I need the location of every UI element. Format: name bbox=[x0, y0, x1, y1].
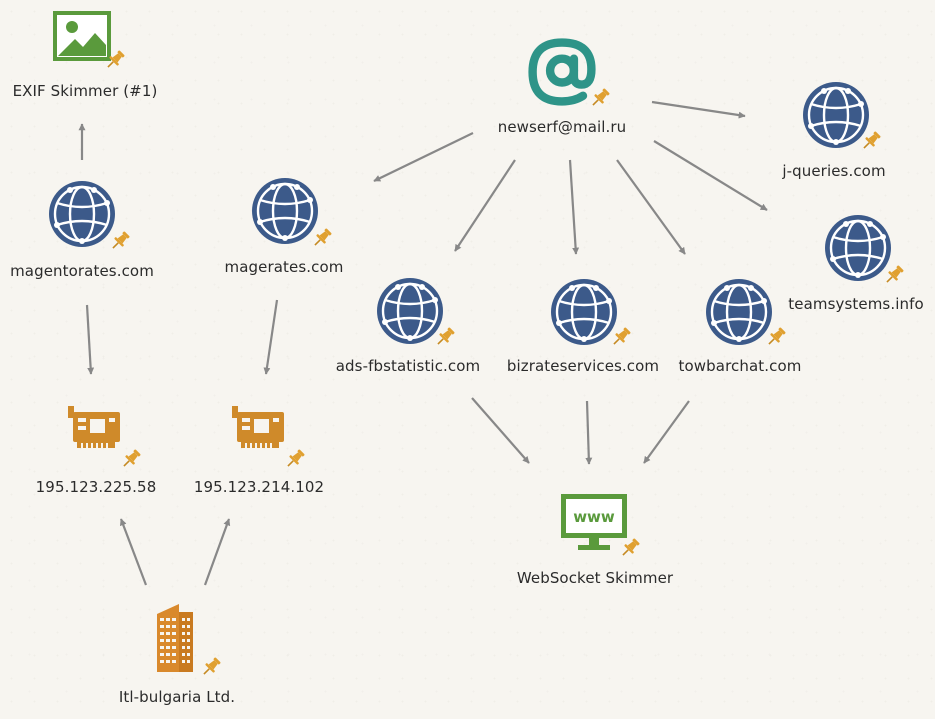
pin-icon bbox=[886, 265, 904, 283]
node-label: 195.123.214.102 bbox=[193, 478, 325, 496]
pin-icon bbox=[592, 88, 610, 106]
pin-icon bbox=[863, 131, 881, 149]
pin-icon bbox=[123, 449, 141, 467]
building-icon bbox=[157, 604, 193, 672]
pin-icon bbox=[314, 228, 332, 246]
node-label: towbarchat.com bbox=[678, 357, 802, 375]
website-icon: www bbox=[561, 494, 627, 550]
node-label: ads-fbstatistic.com bbox=[335, 357, 481, 375]
globe-icon bbox=[252, 178, 318, 244]
globe-icon bbox=[803, 82, 869, 148]
website-screen-text: www bbox=[573, 508, 615, 526]
edge-email-to-towbar bbox=[616, 159, 686, 255]
node-label: newserf@mail.ru bbox=[497, 118, 627, 136]
globe-icon bbox=[825, 215, 891, 281]
pin-icon bbox=[203, 657, 221, 675]
node-label: Itl-bulgaria Ltd. bbox=[118, 688, 236, 706]
node-label: 195.123.225.58 bbox=[35, 478, 157, 496]
pin-icon bbox=[287, 449, 305, 467]
edge-magerates-to-ip2 bbox=[263, 299, 279, 375]
edge-itl-to-ip2 bbox=[203, 518, 231, 586]
edge-itl-to-ip1 bbox=[119, 518, 148, 586]
edge-email-to-adsfb bbox=[454, 159, 516, 252]
network-card-icon bbox=[232, 406, 284, 448]
pin-icon bbox=[613, 327, 631, 345]
at-sign-icon bbox=[528, 38, 596, 106]
pin-icon bbox=[107, 50, 125, 68]
edge-email-to-jqueries bbox=[651, 100, 746, 119]
network-card-icon bbox=[68, 406, 120, 448]
node-label: magerates.com bbox=[224, 258, 344, 276]
pin-icon bbox=[112, 231, 130, 249]
edge-email-to-bizrate bbox=[568, 159, 580, 255]
edge-email-to-teamsystems bbox=[653, 140, 768, 211]
node-label: teamsystems.info bbox=[788, 295, 924, 313]
node-label: j-queries.com bbox=[782, 162, 886, 180]
globe-icon bbox=[706, 279, 772, 345]
edge-email-to-magerates bbox=[373, 132, 474, 182]
pin-icon bbox=[768, 327, 786, 345]
edge-bizrate-to-websocket bbox=[585, 400, 593, 465]
edge-adsfb-to-websocket bbox=[471, 397, 530, 464]
globe-icon bbox=[551, 279, 617, 345]
globe-icon bbox=[49, 181, 115, 247]
node-label: WebSocket Skimmer bbox=[516, 569, 674, 587]
image-icon bbox=[53, 11, 111, 61]
pin-icon bbox=[622, 538, 640, 556]
node-label: EXIF Skimmer (#1) bbox=[12, 82, 158, 100]
pin-icon bbox=[437, 327, 455, 345]
node-label: magentorates.com bbox=[10, 262, 154, 280]
node-label: bizrateservices.com bbox=[506, 357, 660, 375]
globe-icon bbox=[377, 278, 443, 344]
edge-towbar-to-websocket bbox=[643, 400, 690, 464]
edge-magentorates-to-ip1 bbox=[85, 304, 95, 375]
